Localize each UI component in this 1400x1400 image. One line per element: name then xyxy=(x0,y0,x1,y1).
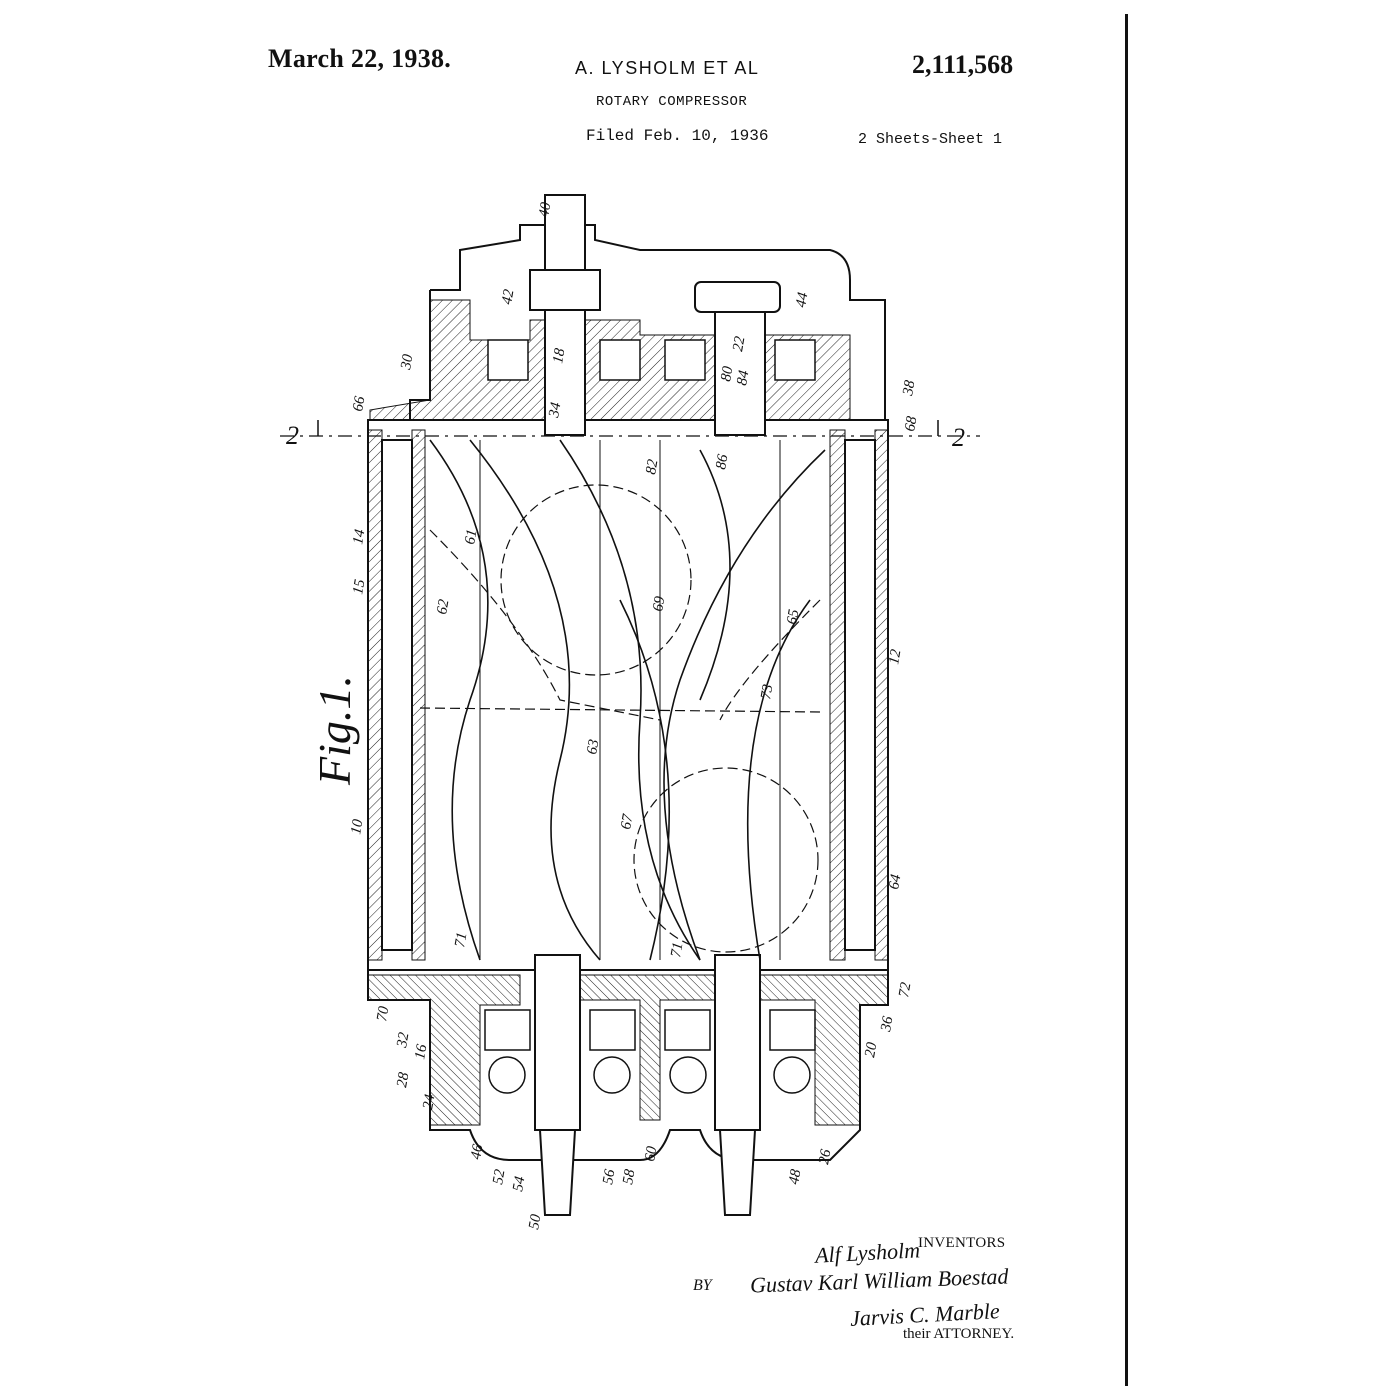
ref-numeral: 20 xyxy=(862,1041,880,1059)
bearings xyxy=(484,339,816,1094)
filed-date: Filed Feb. 10, 1936 xyxy=(586,127,769,145)
figure-label: Fig.1. xyxy=(309,675,360,786)
ref-numeral: 15 xyxy=(350,578,368,596)
ref-numeral: 67 xyxy=(618,812,637,831)
ref-numeral: 68 xyxy=(902,415,920,433)
ref-numeral: 65 xyxy=(784,608,802,626)
ref-numeral: 72 xyxy=(896,981,914,999)
ref-numeral: 40 xyxy=(536,201,554,219)
ref-numeral: 54 xyxy=(510,1175,528,1193)
inventor-signature: Alf Lysholm xyxy=(814,1237,921,1268)
ref-numeral: 71 xyxy=(452,931,470,949)
section-marks: 2 2 xyxy=(286,420,965,452)
ref-numeral: 52 xyxy=(490,1168,508,1186)
ref-numeral: 26 xyxy=(816,1148,834,1166)
ref-numeral: 14 xyxy=(350,528,368,546)
by-label: BY xyxy=(693,1277,712,1294)
inventors-label: INVENTORS xyxy=(918,1235,1006,1251)
ref-numeral: 69 xyxy=(650,595,668,613)
inventor-header: A. LYSHOLM ET AL xyxy=(575,58,760,78)
ref-numeral: 34 xyxy=(546,401,565,420)
ref-numeral: 10 xyxy=(348,818,366,836)
patent-number: 2,111,568 xyxy=(912,50,1014,79)
ref-numeral: 16 xyxy=(412,1043,430,1061)
ref-numeral: 42 xyxy=(499,288,517,306)
ref-numeral: 56 xyxy=(600,1168,618,1186)
ref-numeral: 62 xyxy=(434,598,452,616)
ref-numeral: 38 xyxy=(900,379,919,398)
ref-numeral: 80 xyxy=(718,365,736,383)
ref-numeral: 73 xyxy=(758,683,776,701)
ref-numeral: 84 xyxy=(734,369,752,387)
section-mark-left: 2 xyxy=(286,421,299,450)
ref-numeral: 63 xyxy=(584,738,602,756)
ref-numeral: 36 xyxy=(878,1015,897,1034)
ref-numeral: 32 xyxy=(394,1031,413,1050)
shafts xyxy=(529,194,781,1216)
patent-title: ROTARY COMPRESSOR xyxy=(596,94,748,110)
ref-numeral: 70 xyxy=(374,1005,392,1023)
ref-numeral: 86 xyxy=(713,453,731,471)
ref-numeral: 48 xyxy=(786,1168,804,1186)
attorney-label: their ATTORNEY. xyxy=(903,1326,1015,1342)
ref-numeral: 22 xyxy=(730,335,748,353)
ref-numeral: 60 xyxy=(642,1145,660,1163)
ref-numeral: 30 xyxy=(398,353,417,372)
ref-numeral: 28 xyxy=(394,1071,412,1089)
helical-rotors xyxy=(429,439,826,961)
sheet-count: 2 Sheets-Sheet 1 xyxy=(858,131,1003,148)
page-border-line xyxy=(1125,14,1128,1386)
ref-numeral: 44 xyxy=(793,291,811,309)
ref-numeral: 12 xyxy=(886,648,904,666)
ref-numeral: 24 xyxy=(420,1093,438,1111)
ref-numeral: 46 xyxy=(468,1143,486,1161)
ref-numeral: 18 xyxy=(550,347,568,365)
ref-numeral: 82 xyxy=(643,458,661,476)
ref-numeral: 66 xyxy=(350,395,368,413)
ref-numeral: 58 xyxy=(620,1168,638,1186)
ref-numeral: 50 xyxy=(526,1213,544,1231)
ref-numeral: 71 xyxy=(668,941,686,959)
reference-numerals: 40 42 44 30 18 22 80 84 34 38 66 68 82 8… xyxy=(348,201,920,1231)
ref-numeral: 64 xyxy=(886,873,904,891)
ref-numeral: 61 xyxy=(462,528,480,546)
construction-lines xyxy=(280,435,980,953)
patent-date: March 22, 1938. xyxy=(268,44,452,73)
section-mark-right: 2 xyxy=(952,423,965,452)
